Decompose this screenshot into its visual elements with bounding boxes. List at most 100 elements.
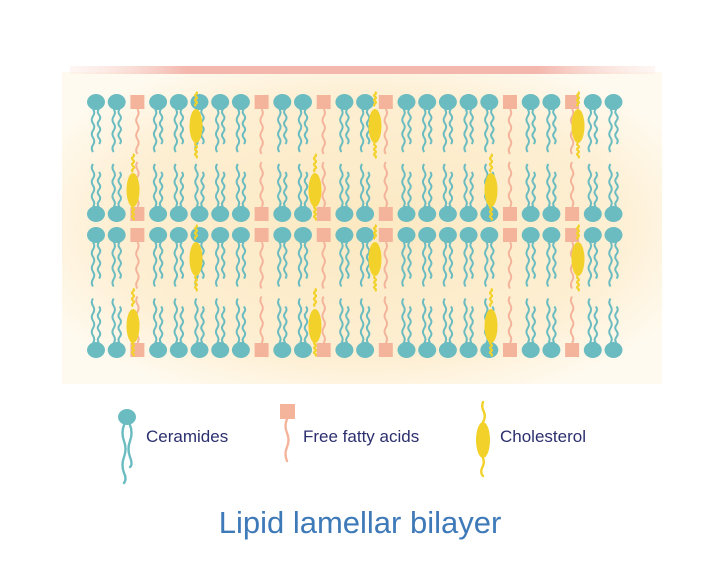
ceramide-head: [604, 206, 623, 222]
ceramide-tail: [214, 297, 220, 344]
ceramide-tail: [365, 108, 371, 145]
fatty-acid-head: [503, 228, 517, 242]
ceramide-head: [459, 94, 478, 110]
ceramide-tail: [117, 171, 122, 208]
ceramide-tail: [484, 108, 489, 153]
ceramide-tail: [442, 297, 448, 344]
ceramide-tail: [427, 108, 433, 145]
ceramide-tail: [241, 171, 247, 208]
ceramide-tail: [407, 171, 412, 208]
ceramide-tail: [235, 108, 241, 153]
ceramide-head: [149, 94, 168, 110]
ceramide-tail: [194, 297, 199, 344]
ceramide-tail: [587, 297, 593, 344]
cholesterol-tail: [193, 91, 199, 107]
cholesterol-tail: [312, 205, 318, 221]
ceramide-tail: [463, 163, 468, 208]
ceramide-tail: [427, 305, 433, 344]
ceramide-head: [87, 206, 105, 222]
ceramide-head: [438, 342, 457, 358]
ceramide-tail: [345, 241, 350, 280]
ceramide-head: [169, 227, 188, 243]
legend-fatty-acid-icon: [280, 404, 295, 463]
ceramide-head: [107, 227, 126, 243]
ceramide-head: [190, 342, 209, 358]
ceramide-tail: [173, 108, 179, 153]
ceramide-head: [356, 94, 375, 110]
cholesterol-body: [126, 309, 140, 343]
ceramide-head: [294, 206, 312, 222]
ceramide-tail: [152, 297, 158, 344]
ceramide-tail: [587, 241, 593, 288]
ceramide-tail: [427, 171, 433, 208]
fatty-acid-tail: [259, 295, 264, 344]
cholesterol-body: [126, 173, 140, 207]
ceramide-tail: [200, 108, 205, 145]
fatty-acid-tail: [321, 295, 326, 344]
ceramide-head: [335, 206, 354, 222]
ceramide-tail: [531, 241, 536, 280]
cholesterol-tail: [575, 224, 581, 240]
fatty-acid-head: [378, 228, 393, 242]
ceramide-tail: [277, 108, 282, 153]
ceramide-tail: [179, 171, 185, 208]
fatty-acid-head: [316, 343, 331, 357]
cholesterol-body: [189, 242, 203, 276]
ceramide-tail: [90, 108, 96, 153]
ceramide-tail: [117, 108, 122, 145]
ceramide-tail: [158, 171, 164, 208]
cholesterol-body: [308, 173, 322, 207]
ceramide-head: [107, 94, 126, 110]
fatty-acid-head: [254, 228, 269, 242]
legend-ceramide-icon: [118, 409, 136, 485]
ceramide-head: [459, 227, 478, 243]
ceramide-head: [190, 94, 209, 110]
ceramide-head: [149, 206, 168, 222]
ceramide-tail: [421, 108, 427, 153]
cholesterol-tail: [312, 153, 318, 173]
ceramide-tail: [593, 171, 599, 208]
cholesterol-tail: [575, 142, 581, 159]
fatty-acid-tail: [507, 241, 513, 290]
ceramide-tail: [608, 297, 613, 344]
cholesterol-body: [308, 309, 322, 343]
ceramide-tail: [96, 241, 102, 280]
cholesterol-tail: [575, 275, 581, 292]
ceramide-tail: [179, 108, 185, 145]
ceramide-tail: [401, 297, 406, 344]
ceramide-head: [87, 342, 105, 358]
ceramide-tail: [608, 241, 613, 288]
ceramide-tail: [359, 241, 365, 288]
ceramide-tail: [235, 163, 241, 208]
ceramide-tail: [241, 305, 247, 344]
ceramide-head: [583, 94, 602, 110]
ceramide-tail: [303, 171, 309, 208]
ceramide-head: [107, 206, 126, 222]
cholesterol-tail: [488, 153, 494, 173]
ceramide-tail: [421, 163, 427, 208]
ceramide-tail: [200, 241, 205, 280]
ceramide-head: [397, 227, 416, 243]
ceramide-tail: [448, 171, 454, 208]
ceramide-tail: [442, 241, 448, 288]
cholesterol-tail: [372, 142, 378, 159]
ceramide-tail: [303, 241, 309, 280]
ceramide-tail: [531, 305, 536, 344]
cholesterol-tail: [130, 287, 136, 308]
ceramide-tail: [345, 171, 350, 208]
ceramide-tail: [490, 108, 495, 145]
ceramide-head: [397, 342, 416, 358]
ceramide-head: [604, 94, 623, 110]
ceramide-tail: [608, 108, 613, 153]
ceramide-tail: [359, 163, 365, 208]
ceramide-tail: [442, 163, 448, 208]
ceramide-tail: [469, 171, 474, 208]
ceramide-tail: [552, 108, 557, 145]
ceramide-tail: [277, 163, 282, 208]
cholesterol-tail: [372, 91, 378, 107]
ceramide-head: [604, 227, 623, 243]
legend-label-ceramides: Ceramides: [146, 427, 229, 446]
ceramide-tail: [546, 163, 551, 208]
cholesterol-tail: [193, 224, 199, 240]
ceramide-head: [169, 342, 188, 358]
